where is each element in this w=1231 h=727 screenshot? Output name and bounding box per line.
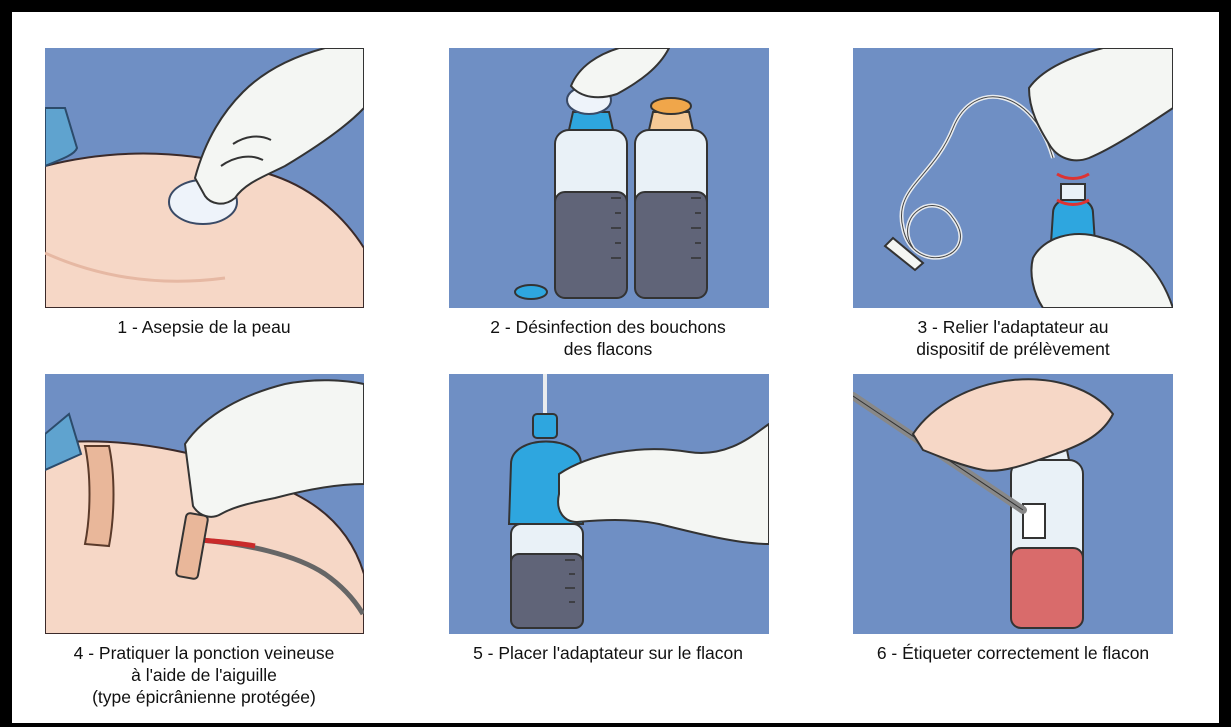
- step-3-illustration: [853, 48, 1173, 308]
- step-6-caption-line: 6 - Étiqueter correctement le flacon: [833, 642, 1193, 664]
- step-5-caption-line: 5 - Placer l'adaptateur sur le flacon: [428, 642, 788, 664]
- step-2-caption-line: des flacons: [428, 338, 788, 360]
- step-4-caption-line: (type épicrânienne protégée): [24, 686, 384, 708]
- step-1-illustration: [45, 48, 364, 308]
- diagram-frame: 1 - Asepsie de la peau: [12, 12, 1219, 723]
- step-2-caption-line: 2 - Désinfection des bouchons: [428, 316, 788, 338]
- step-2-illustration: [449, 48, 769, 308]
- step-6-caption: 6 - Étiqueter correctement le flacon: [833, 642, 1193, 664]
- step-4-caption: 4 - Pratiquer la ponction veineuse à l'a…: [24, 642, 384, 708]
- step-5-caption: 5 - Placer l'adaptateur sur le flacon: [428, 642, 788, 664]
- step-3-caption: 3 - Relier l'adaptateur au dispositif de…: [833, 316, 1193, 360]
- step-4-caption-line: 4 - Pratiquer la ponction veineuse: [24, 642, 384, 664]
- step-4-illustration: [45, 374, 364, 634]
- step-6-illustration: [853, 374, 1173, 634]
- step-1-caption-line: 1 - Asepsie de la peau: [24, 316, 384, 338]
- step-4-caption-line: à l'aide de l'aiguille: [24, 664, 384, 686]
- step-2-caption: 2 - Désinfection des bouchons des flacon…: [428, 316, 788, 360]
- step-3-caption-line: dispositif de prélèvement: [833, 338, 1193, 360]
- step-3-caption-line: 3 - Relier l'adaptateur au: [833, 316, 1193, 338]
- step-1-caption: 1 - Asepsie de la peau: [24, 316, 384, 338]
- step-5-illustration: [449, 374, 769, 634]
